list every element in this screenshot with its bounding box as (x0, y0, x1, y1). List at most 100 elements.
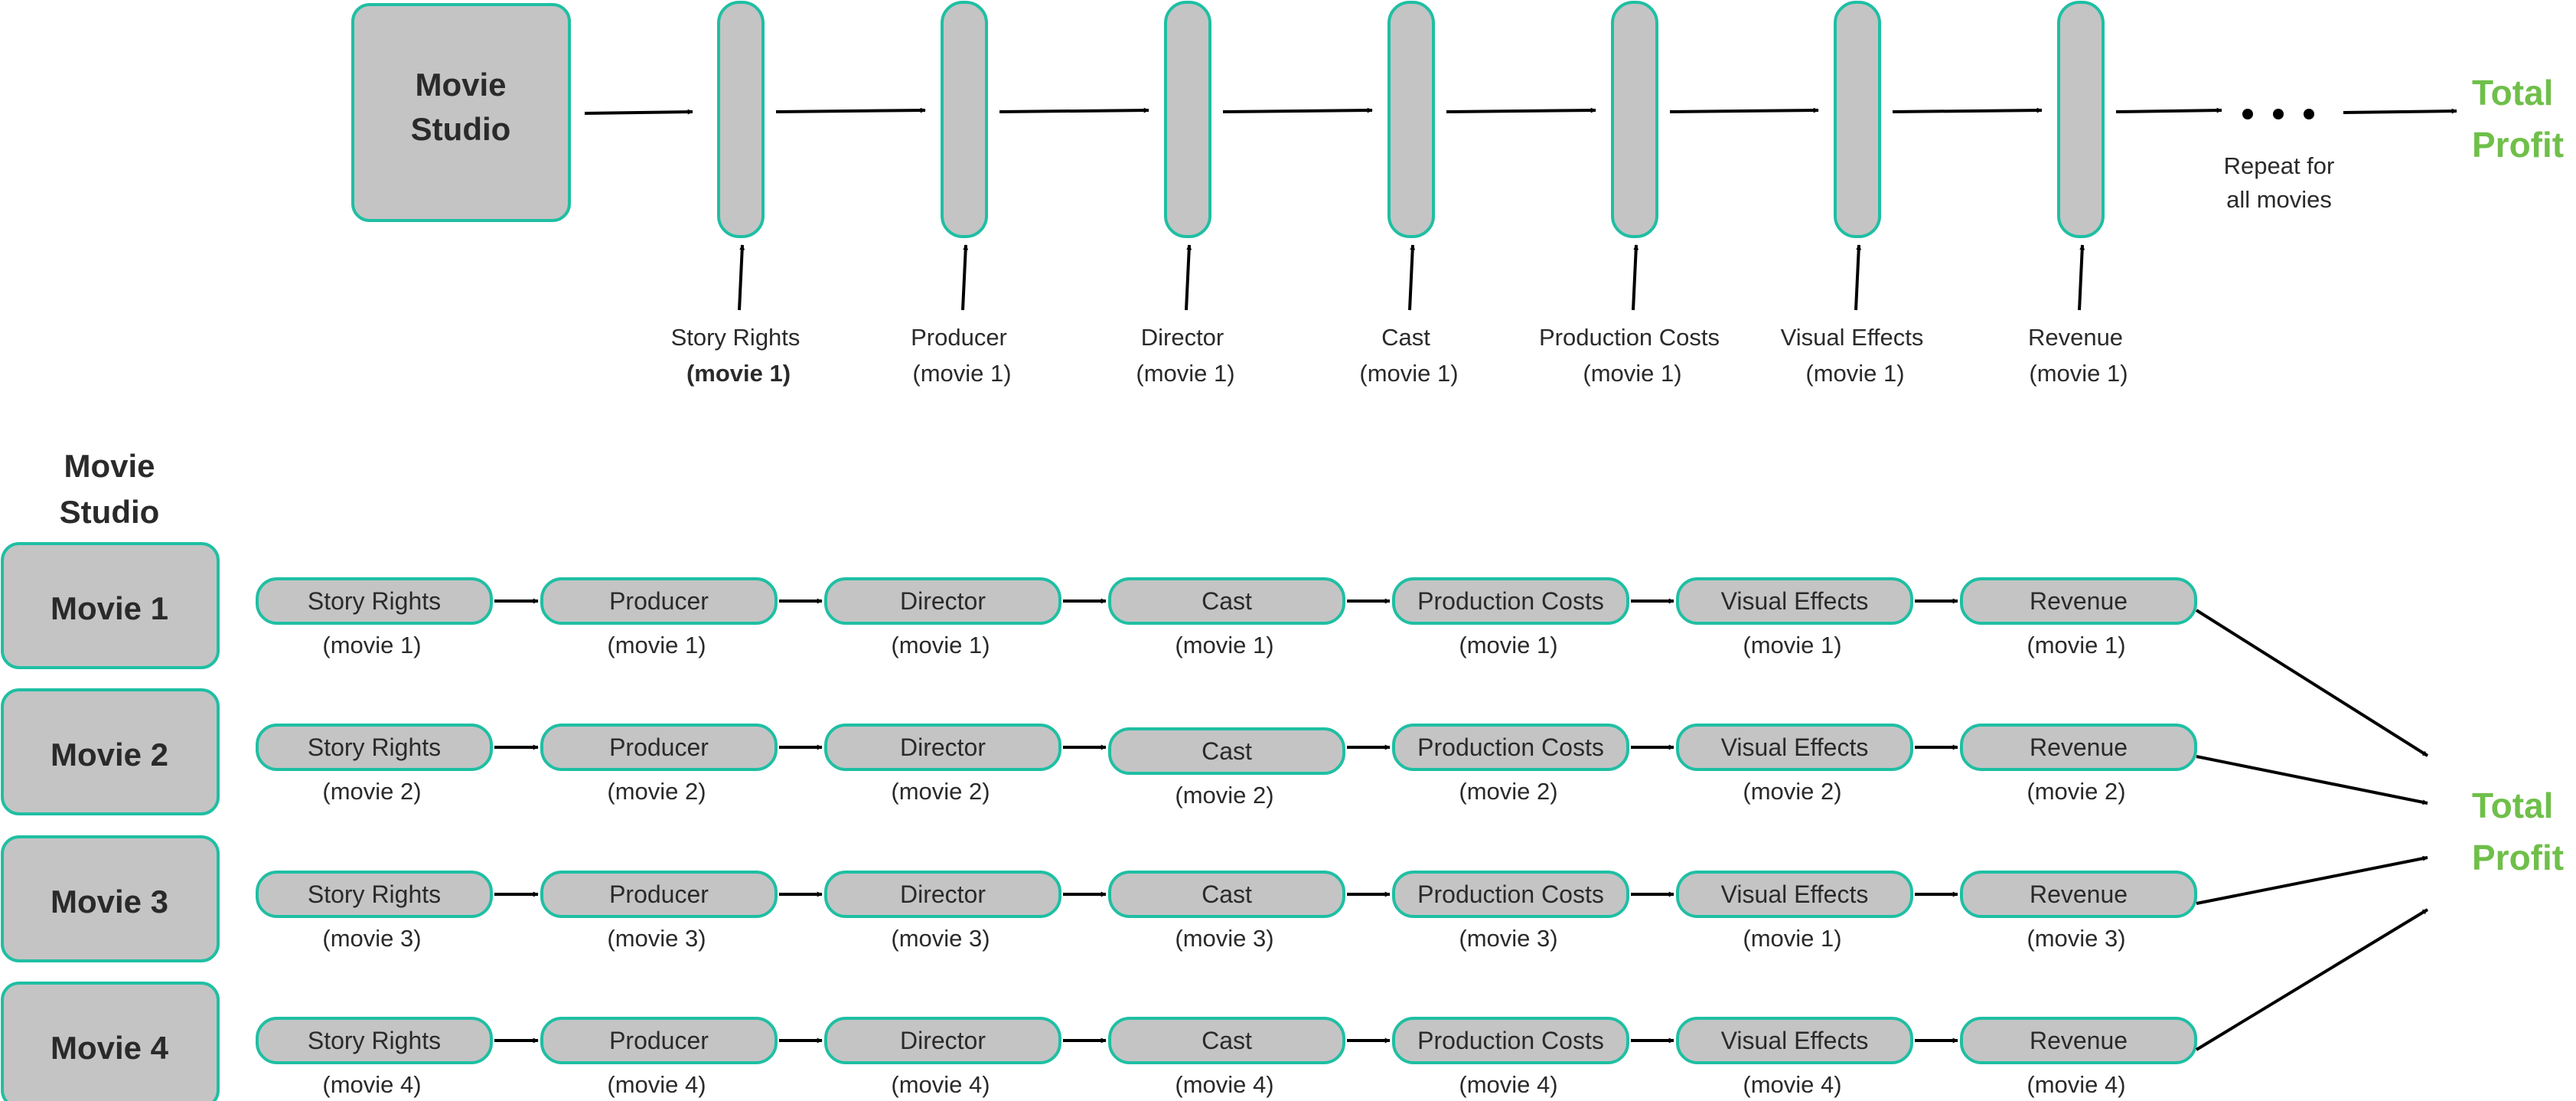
flow-arrow (2343, 108, 2457, 114)
ellipsis-dot (2242, 109, 2253, 119)
stage-label: Production Costs (1417, 587, 1604, 615)
repeat-note: all movies (2226, 186, 2332, 213)
stage-pill (1960, 871, 2197, 918)
stage-bar (1834, 1, 1881, 238)
movie-label: Movie 3 (51, 884, 168, 920)
stage-pill (1960, 724, 2197, 771)
stage-sub: (movie 1) (912, 360, 1011, 387)
stage-bar (941, 1, 988, 238)
converge-arrow (2196, 755, 2428, 805)
stage-pill (1676, 1017, 1913, 1064)
stage-sub: (movie 3) (891, 925, 990, 952)
stage-label: Producer (609, 1027, 709, 1054)
stage-label: Production Costs (1417, 1027, 1604, 1054)
stage-label: Story Rights (308, 880, 441, 908)
movie-box (1, 688, 220, 815)
stage-pill (540, 871, 778, 918)
stage-pill (540, 577, 778, 625)
movie-label: Movie 4 (51, 1030, 169, 1066)
converge-arrow (2195, 609, 2429, 757)
stage-sub: (movie 3) (2027, 925, 2125, 952)
stage-label: Director (900, 587, 986, 615)
stage-label: Director (900, 880, 986, 908)
stage-pill (256, 724, 493, 771)
stage-label: Cast (1202, 880, 1252, 908)
stage-label: Visual Effects (1721, 733, 1869, 761)
flow-arrow (1669, 107, 1819, 113)
stage-label: Producer (911, 324, 1007, 351)
stage-label: Story Rights (671, 324, 801, 351)
ellipsis-dot (2273, 109, 2284, 119)
stage-sub: (movie 3) (1175, 925, 1273, 952)
stage-sub: (movie 4) (2027, 1071, 2125, 1098)
stage-sub: (movie 1) (1583, 360, 1681, 387)
input-arrow (961, 244, 969, 311)
stage-label: Visual Effects (1721, 587, 1869, 615)
stage-label: Producer (609, 880, 709, 908)
stage-sub: (movie 1) (1136, 360, 1234, 387)
studio-label: Movie (64, 448, 155, 484)
stage-label: Visual Effects (1721, 1027, 1869, 1054)
stage-sub: (movie 4) (1175, 1071, 1273, 1098)
flow-arrow (1222, 107, 1373, 113)
stage-sub: (movie 2) (2027, 778, 2125, 805)
stage-label: Visual Effects (1721, 880, 1869, 908)
stage-pill (256, 1017, 493, 1064)
stage-label: Cast (1202, 1027, 1252, 1054)
stage-sub: (movie 1) (607, 632, 706, 658)
stage-label: Production Costs (1539, 324, 1720, 351)
stage-label: Production Costs (1417, 880, 1604, 908)
stage-pill (1392, 871, 1629, 918)
input-arrow (2078, 244, 2085, 311)
stage-sub: (movie 1) (891, 632, 990, 658)
ellipsis-dot (2304, 109, 2314, 119)
input-arrow (1854, 244, 1862, 311)
input-arrow (738, 244, 745, 311)
converge-arrow (2195, 908, 2429, 1051)
stage-pill (1392, 1017, 1629, 1064)
total-profit-label: Profit (2472, 125, 2564, 165)
movie-label: Movie 2 (51, 737, 168, 773)
stage-label: Revenue (2030, 880, 2128, 908)
stage-pill (824, 871, 1061, 918)
stage-sub: (movie 2) (607, 778, 706, 805)
repeat-note: Repeat for (2224, 152, 2335, 179)
stage-label: Revenue (2028, 324, 2123, 351)
flow-arrow (775, 107, 926, 113)
stage-label: Cast (1202, 587, 1252, 615)
stage-pill (1108, 871, 1345, 918)
stage-sub: (movie 1) (2027, 632, 2125, 658)
stage-sub: (movie 1) (686, 360, 791, 387)
stage-sub: (movie 3) (322, 925, 421, 952)
stage-sub: (movie 2) (322, 778, 421, 805)
stage-label: Cast (1202, 737, 1252, 765)
input-arrow (1408, 244, 1416, 311)
stage-sub: (movie 1) (1175, 632, 1273, 658)
stage-label: Producer (609, 733, 709, 761)
stage-label: Visual Effects (1781, 324, 1924, 351)
stage-sub: (movie 4) (607, 1071, 706, 1098)
stage-pill (1108, 1017, 1345, 1064)
stage-sub: (movie 4) (1459, 1071, 1557, 1098)
input-arrow (1632, 244, 1639, 311)
stage-label: Director (1141, 324, 1224, 351)
input-arrow (1185, 244, 1192, 311)
stage-pill (1676, 577, 1913, 625)
movie-box (1, 542, 220, 669)
stage-label: Revenue (2030, 1027, 2128, 1054)
flow-arrow (1892, 107, 2043, 113)
stage-sub: (movie 3) (1459, 925, 1557, 952)
stage-bar (1611, 1, 1658, 238)
stage-label: Cast (1381, 324, 1430, 351)
stage-pill (824, 724, 1061, 771)
stage-sub: (movie 1) (322, 632, 421, 658)
stage-bar (1164, 1, 1211, 238)
stage-pill (256, 577, 493, 625)
studio-label: Movie (415, 67, 506, 103)
total-profit-label: Profit (2472, 838, 2564, 877)
stage-sub: (movie 1) (2029, 360, 2128, 387)
stage-pill (256, 871, 493, 918)
